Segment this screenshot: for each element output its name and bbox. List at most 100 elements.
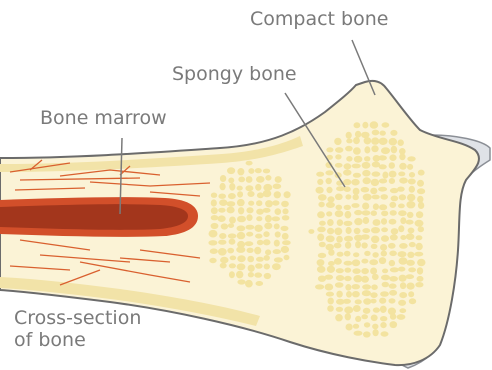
spongy-bone-dot — [328, 261, 335, 266]
spongy-bone-dot — [407, 194, 415, 202]
spongy-bone-dot — [326, 202, 335, 208]
spongy-bone-dot — [409, 298, 416, 304]
spongy-bone-dot — [246, 161, 253, 166]
spongy-bone-dot — [247, 191, 254, 197]
spongy-bone-dot — [284, 255, 290, 260]
spongy-bone-dot — [351, 203, 359, 208]
spongy-bone-dot — [390, 210, 397, 216]
spongy-bone-dot — [389, 219, 397, 225]
spongy-bone-dot — [414, 252, 423, 257]
spongy-bone-dot — [390, 267, 399, 272]
spongy-bone-dot — [364, 322, 370, 327]
spongy-bone-dot — [208, 240, 217, 245]
spongy-bone-dot — [335, 154, 341, 159]
spongy-bone-dot — [344, 186, 351, 192]
spongy-bone-dot — [361, 234, 370, 240]
spongy-bone-dot — [362, 210, 371, 215]
spongy-bone-dot — [407, 164, 413, 170]
bone-marrow-inner — [0, 204, 188, 230]
spongy-bone-dot — [345, 194, 351, 199]
spongy-bone-dot — [218, 215, 226, 222]
spongy-bone-dot — [335, 210, 344, 217]
spongy-bone-dot — [346, 139, 352, 144]
spongy-bone-dot — [380, 244, 387, 251]
spongy-bone-dot — [337, 252, 344, 257]
spongy-bone-dot — [389, 154, 396, 161]
spongy-bone-dot — [209, 258, 216, 263]
spongy-bone-dot — [319, 221, 326, 226]
spongy-bone-dot — [379, 138, 388, 145]
spongy-bone-dot — [391, 196, 399, 202]
spongy-bone-dot — [227, 167, 235, 174]
spongy-bone-dot — [210, 248, 218, 254]
spongy-bone-dot — [343, 170, 351, 176]
spongy-bone-dot — [238, 177, 245, 183]
spongy-bone-dot — [211, 199, 217, 206]
spongy-bone-dot — [336, 307, 343, 312]
spongy-bone-dot — [337, 219, 343, 226]
spongy-bone-dot — [389, 298, 396, 303]
spongy-bone-dot — [245, 241, 254, 246]
spongy-bone-dot — [237, 279, 245, 284]
spongy-bone-dot — [351, 179, 359, 186]
spongy-bone-dot — [381, 251, 387, 257]
spongy-bone-dot — [275, 208, 282, 215]
spongy-bone-dot — [408, 179, 416, 185]
spongy-bone-dot — [380, 316, 387, 321]
spongy-bone-dot — [389, 283, 397, 288]
spongy-bone-dot — [418, 170, 425, 176]
spongy-bone-dot — [237, 263, 246, 270]
spongy-bone-dot — [275, 176, 282, 183]
spongy-bone-dot — [370, 299, 376, 304]
spongy-bone-dot — [399, 275, 407, 282]
label-bone-marrow: Bone marrow — [40, 108, 167, 130]
spongy-bone-dot — [327, 196, 334, 202]
spongy-bone-dot — [318, 253, 326, 258]
spongy-bone-dot — [372, 252, 378, 258]
spongy-bone-dot — [355, 299, 362, 304]
spongy-bone-dot — [371, 145, 378, 152]
spongy-bone-dot — [370, 121, 379, 128]
spongy-bone-dot — [245, 280, 253, 288]
spongy-bone-dot — [417, 259, 425, 267]
spongy-bone-dot — [352, 268, 360, 274]
spongy-bone-dot — [344, 205, 351, 210]
spongy-bone-dot — [382, 122, 390, 127]
spongy-bone-dot — [416, 211, 423, 218]
spongy-bone-dot — [237, 186, 243, 191]
spongy-bone-dot — [355, 316, 361, 322]
spongy-bone-dot — [255, 168, 262, 173]
spongy-bone-dot — [369, 259, 378, 265]
spongy-bone-dot — [361, 268, 369, 274]
spongy-bone-dot — [391, 146, 398, 154]
spongy-bone-dot — [284, 191, 291, 198]
spongy-bone-dot — [316, 187, 324, 194]
spongy-bone-dot — [274, 257, 283, 262]
spongy-bone-dot — [400, 217, 406, 224]
spongy-bone-dot — [317, 234, 324, 241]
spongy-bone-dot — [281, 201, 289, 207]
spongy-bone-dot — [237, 255, 245, 262]
spongy-bone-dot — [391, 228, 399, 234]
spongy-bone-dot — [354, 228, 361, 234]
spongy-bone-dot — [398, 172, 405, 177]
spongy-bone-dot — [417, 188, 425, 194]
spongy-bone-dot — [218, 240, 226, 245]
spongy-bone-dot — [326, 235, 335, 242]
spongy-bone-dot — [247, 248, 254, 253]
spongy-bone-dot — [364, 137, 372, 144]
spongy-bone-dot — [229, 217, 236, 224]
spongy-bone-dot — [389, 138, 398, 146]
spongy-bone-dot — [248, 201, 254, 206]
spongy-bone-dot — [362, 162, 371, 169]
spongy-bone-dot — [346, 156, 352, 162]
spongy-bone-dot — [382, 282, 389, 288]
spongy-bone-dot — [344, 306, 353, 313]
spongy-bone-dot — [354, 218, 362, 225]
spongy-bone-dot — [400, 235, 406, 240]
spongy-bone-dot — [390, 234, 398, 240]
spongy-bone-dot — [353, 324, 359, 329]
spongy-bone-dot — [274, 223, 280, 229]
spongy-bone-dot — [389, 162, 395, 169]
spongy-bone-dot — [417, 267, 423, 274]
